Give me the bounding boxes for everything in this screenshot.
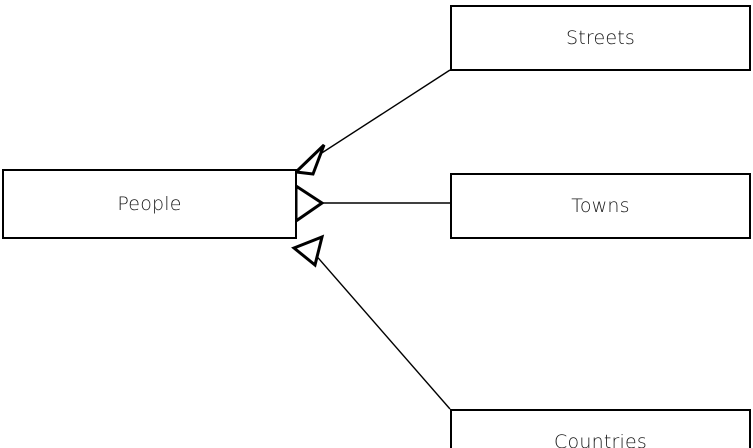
entity-label-countries: Countries [554,430,647,448]
entity-label-towns: Towns [571,194,630,217]
connector-line-people-streets [313,69,451,159]
entity-box-countries[interactable]: Countries [450,409,751,448]
entity-box-towns[interactable]: Towns [450,173,751,239]
hollow-triangle-arrowhead-towns [294,183,325,224]
entity-box-people[interactable]: People [2,169,297,239]
hollow-triangle-arrowhead-streets [292,143,326,176]
connector-people-towns[interactable] [294,183,450,224]
entity-box-streets[interactable]: Streets [450,5,751,71]
connector-line-people-countries [312,251,451,410]
hollow-triangle-arrowhead-countries [291,234,325,268]
connector-people-streets[interactable] [292,69,451,176]
entity-label-people: People [117,192,182,215]
connector-people-countries[interactable] [291,234,451,410]
entity-label-streets: Streets [565,26,636,49]
